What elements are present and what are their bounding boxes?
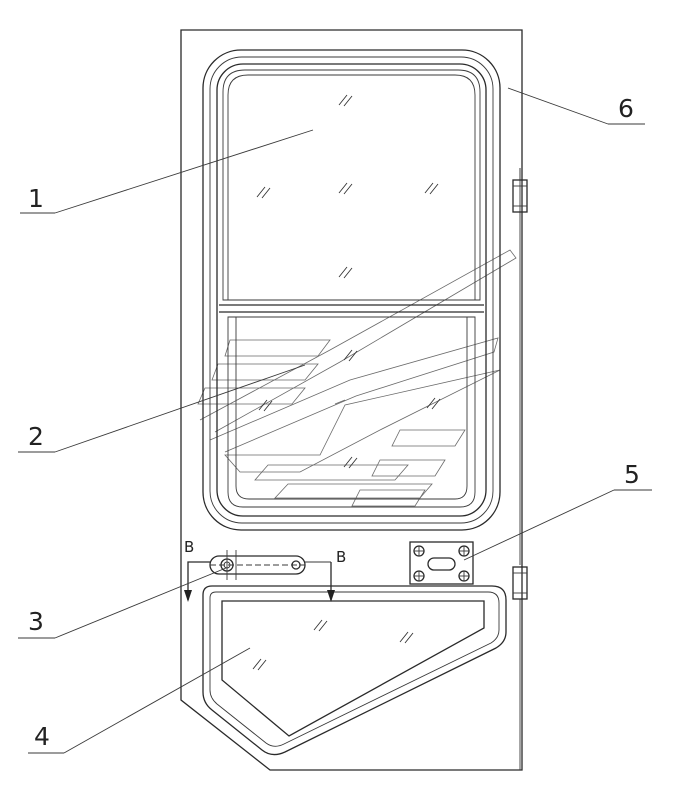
callout-label-6: 6 (618, 94, 634, 123)
upper-glass-panel (219, 69, 484, 313)
callout-label-5: 5 (624, 460, 640, 489)
lower-hinge (512, 566, 528, 770)
lower-window (202, 585, 507, 756)
lower-glass-panel (227, 316, 476, 508)
main-window-frame (202, 49, 501, 531)
watermark-logo (197, 249, 517, 507)
callout-label-2: 2 (28, 422, 44, 451)
callout-label-3: 3 (28, 607, 44, 636)
section-label-right: B (336, 548, 346, 566)
section-label-left: B (184, 538, 194, 556)
callout-6: 6 (507, 87, 645, 125)
section-line-b: B B (184, 538, 346, 602)
callout-4: 4 (28, 647, 251, 754)
callout-1: 1 (20, 129, 314, 214)
door-handle (209, 550, 306, 580)
callout-5: 5 (463, 460, 652, 561)
door-outline (180, 29, 523, 771)
glass-hatch-marks (252, 94, 441, 671)
upper-hinge (512, 168, 528, 565)
callout-2: 2 (18, 364, 306, 453)
callout-label-1: 1 (28, 184, 44, 213)
callout-3: 3 (18, 567, 227, 639)
callout-label-4: 4 (34, 722, 50, 751)
lock-plate (409, 541, 474, 585)
